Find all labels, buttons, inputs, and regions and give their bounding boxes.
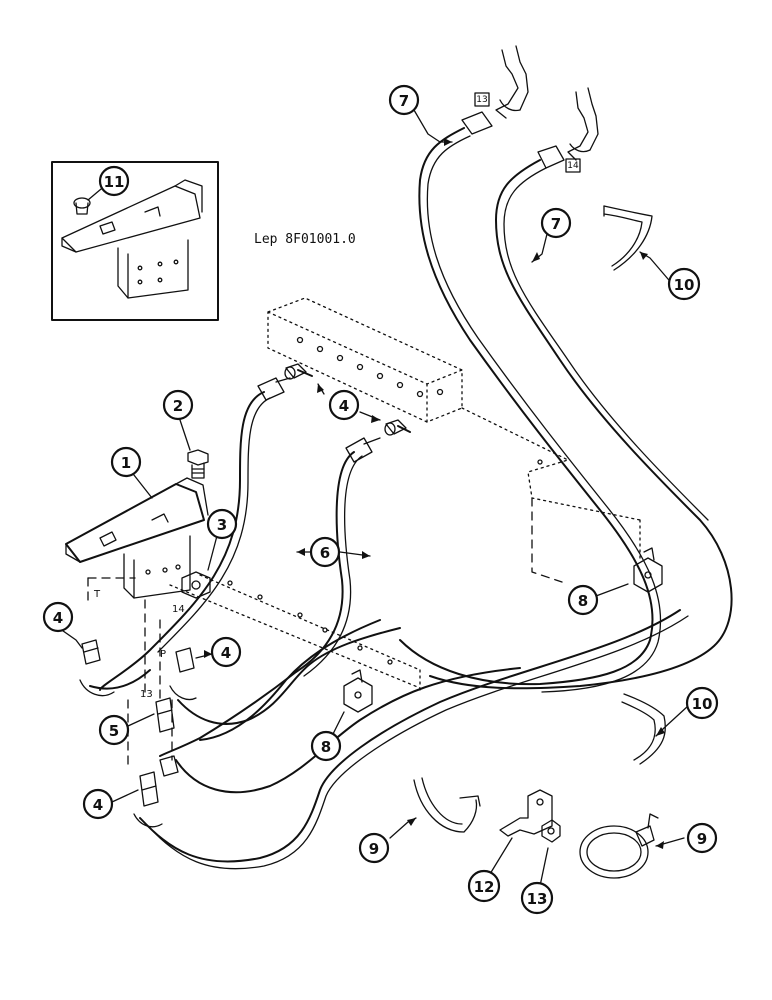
- port-label-p: P: [160, 649, 166, 660]
- fastener-part-13: [541, 819, 561, 843]
- boxed-label-13: 13: [474, 92, 490, 107]
- svg-text:7: 7: [551, 215, 561, 233]
- svg-text:1: 1: [121, 454, 131, 472]
- callout-4-bottom: 4: [82, 788, 114, 820]
- adapter-part-4-bottom: [133, 771, 163, 828]
- callout-13: 13: [520, 881, 554, 915]
- elbow-fitting-14: [567, 87, 599, 161]
- svg-text:9: 9: [369, 840, 379, 858]
- inset-pedal-bracket: [61, 179, 203, 299]
- svg-text:3: 3: [217, 516, 227, 534]
- callout-12: 12: [467, 869, 501, 903]
- strap-part-10-lower: [621, 693, 666, 765]
- svg-text:11: 11: [104, 173, 125, 191]
- adapter-upper-right: [384, 419, 411, 436]
- svg-text:10: 10: [692, 695, 713, 713]
- strap-part-10-upper: [603, 205, 653, 271]
- svg-text:5: 5: [109, 722, 119, 740]
- elbow-fitting-13: [495, 45, 529, 119]
- svg-text:14: 14: [567, 161, 579, 171]
- callout-3: 3: [206, 508, 238, 540]
- transmission-housing-outline: [461, 407, 641, 583]
- inset-detail-box: [51, 161, 219, 321]
- callout-4-manifold: 4: [328, 389, 360, 421]
- boxed-label-14: 14: [565, 158, 581, 173]
- callout-9-right: 9: [686, 822, 718, 854]
- valve-manifold-outline: [267, 297, 463, 423]
- reference-code: Lep 8F01001.0: [254, 232, 356, 247]
- callout-7-left: 7: [388, 84, 420, 116]
- callout-4-left: 4: [42, 601, 74, 633]
- callout-7-right: 7: [540, 207, 572, 239]
- callout-2: 2: [162, 389, 194, 421]
- callout-6: 6: [309, 536, 341, 568]
- svg-text:6: 6: [320, 544, 330, 562]
- bracket-part-12: [499, 789, 553, 837]
- strap-part-9-left: [413, 777, 481, 833]
- callout-5: 5: [98, 714, 130, 746]
- svg-text:4: 4: [53, 609, 63, 627]
- fitting-part-5: [155, 697, 179, 777]
- callout-8-left: 8: [310, 730, 342, 762]
- pipe-7-left: [399, 111, 662, 693]
- callout-10-lower: 10: [685, 686, 719, 720]
- svg-text:2: 2: [173, 397, 183, 415]
- svg-text:8: 8: [578, 592, 588, 610]
- clip-nut-part-3: [181, 571, 211, 599]
- callout-1: 1: [110, 446, 142, 478]
- svg-text:10: 10: [674, 276, 695, 294]
- clip-part-8-right: [633, 547, 663, 593]
- svg-text:4: 4: [221, 644, 231, 662]
- svg-text:4: 4: [339, 397, 349, 415]
- port-label-14: 14: [172, 604, 185, 615]
- leader-arrowheads: [204, 138, 665, 849]
- adapter-part-4-center: [169, 647, 197, 701]
- svg-text:12: 12: [474, 878, 495, 896]
- strap-part-9-right: [579, 813, 659, 879]
- clip-part-8-left: [343, 669, 373, 713]
- adapter-upper-left: [284, 363, 313, 380]
- pipe-7-right: [429, 145, 733, 690]
- cab-floor-reference-lines: [87, 574, 421, 771]
- callout-10-upper: 10: [667, 267, 701, 301]
- svg-text:13: 13: [476, 95, 487, 105]
- bolt-part-2: [187, 449, 209, 479]
- callout-9-left: 9: [358, 832, 390, 864]
- adapter-part-4-left: [79, 639, 115, 697]
- lower-connection-pipes: [89, 609, 689, 870]
- port-label-t: T: [93, 589, 101, 600]
- svg-text:8: 8: [321, 738, 331, 756]
- svg-text:9: 9: [697, 830, 707, 848]
- svg-text:4: 4: [93, 796, 103, 814]
- port-label-13: 13: [140, 689, 153, 700]
- brake-valve-pedal-assembly: [65, 477, 209, 599]
- callout-11: 11: [98, 165, 130, 197]
- svg-text:13: 13: [527, 890, 548, 908]
- plug-part-11: [73, 197, 91, 215]
- svg-text:7: 7: [399, 92, 409, 110]
- callout-8-right: 8: [567, 584, 599, 616]
- callout-4-center: 4: [210, 636, 242, 668]
